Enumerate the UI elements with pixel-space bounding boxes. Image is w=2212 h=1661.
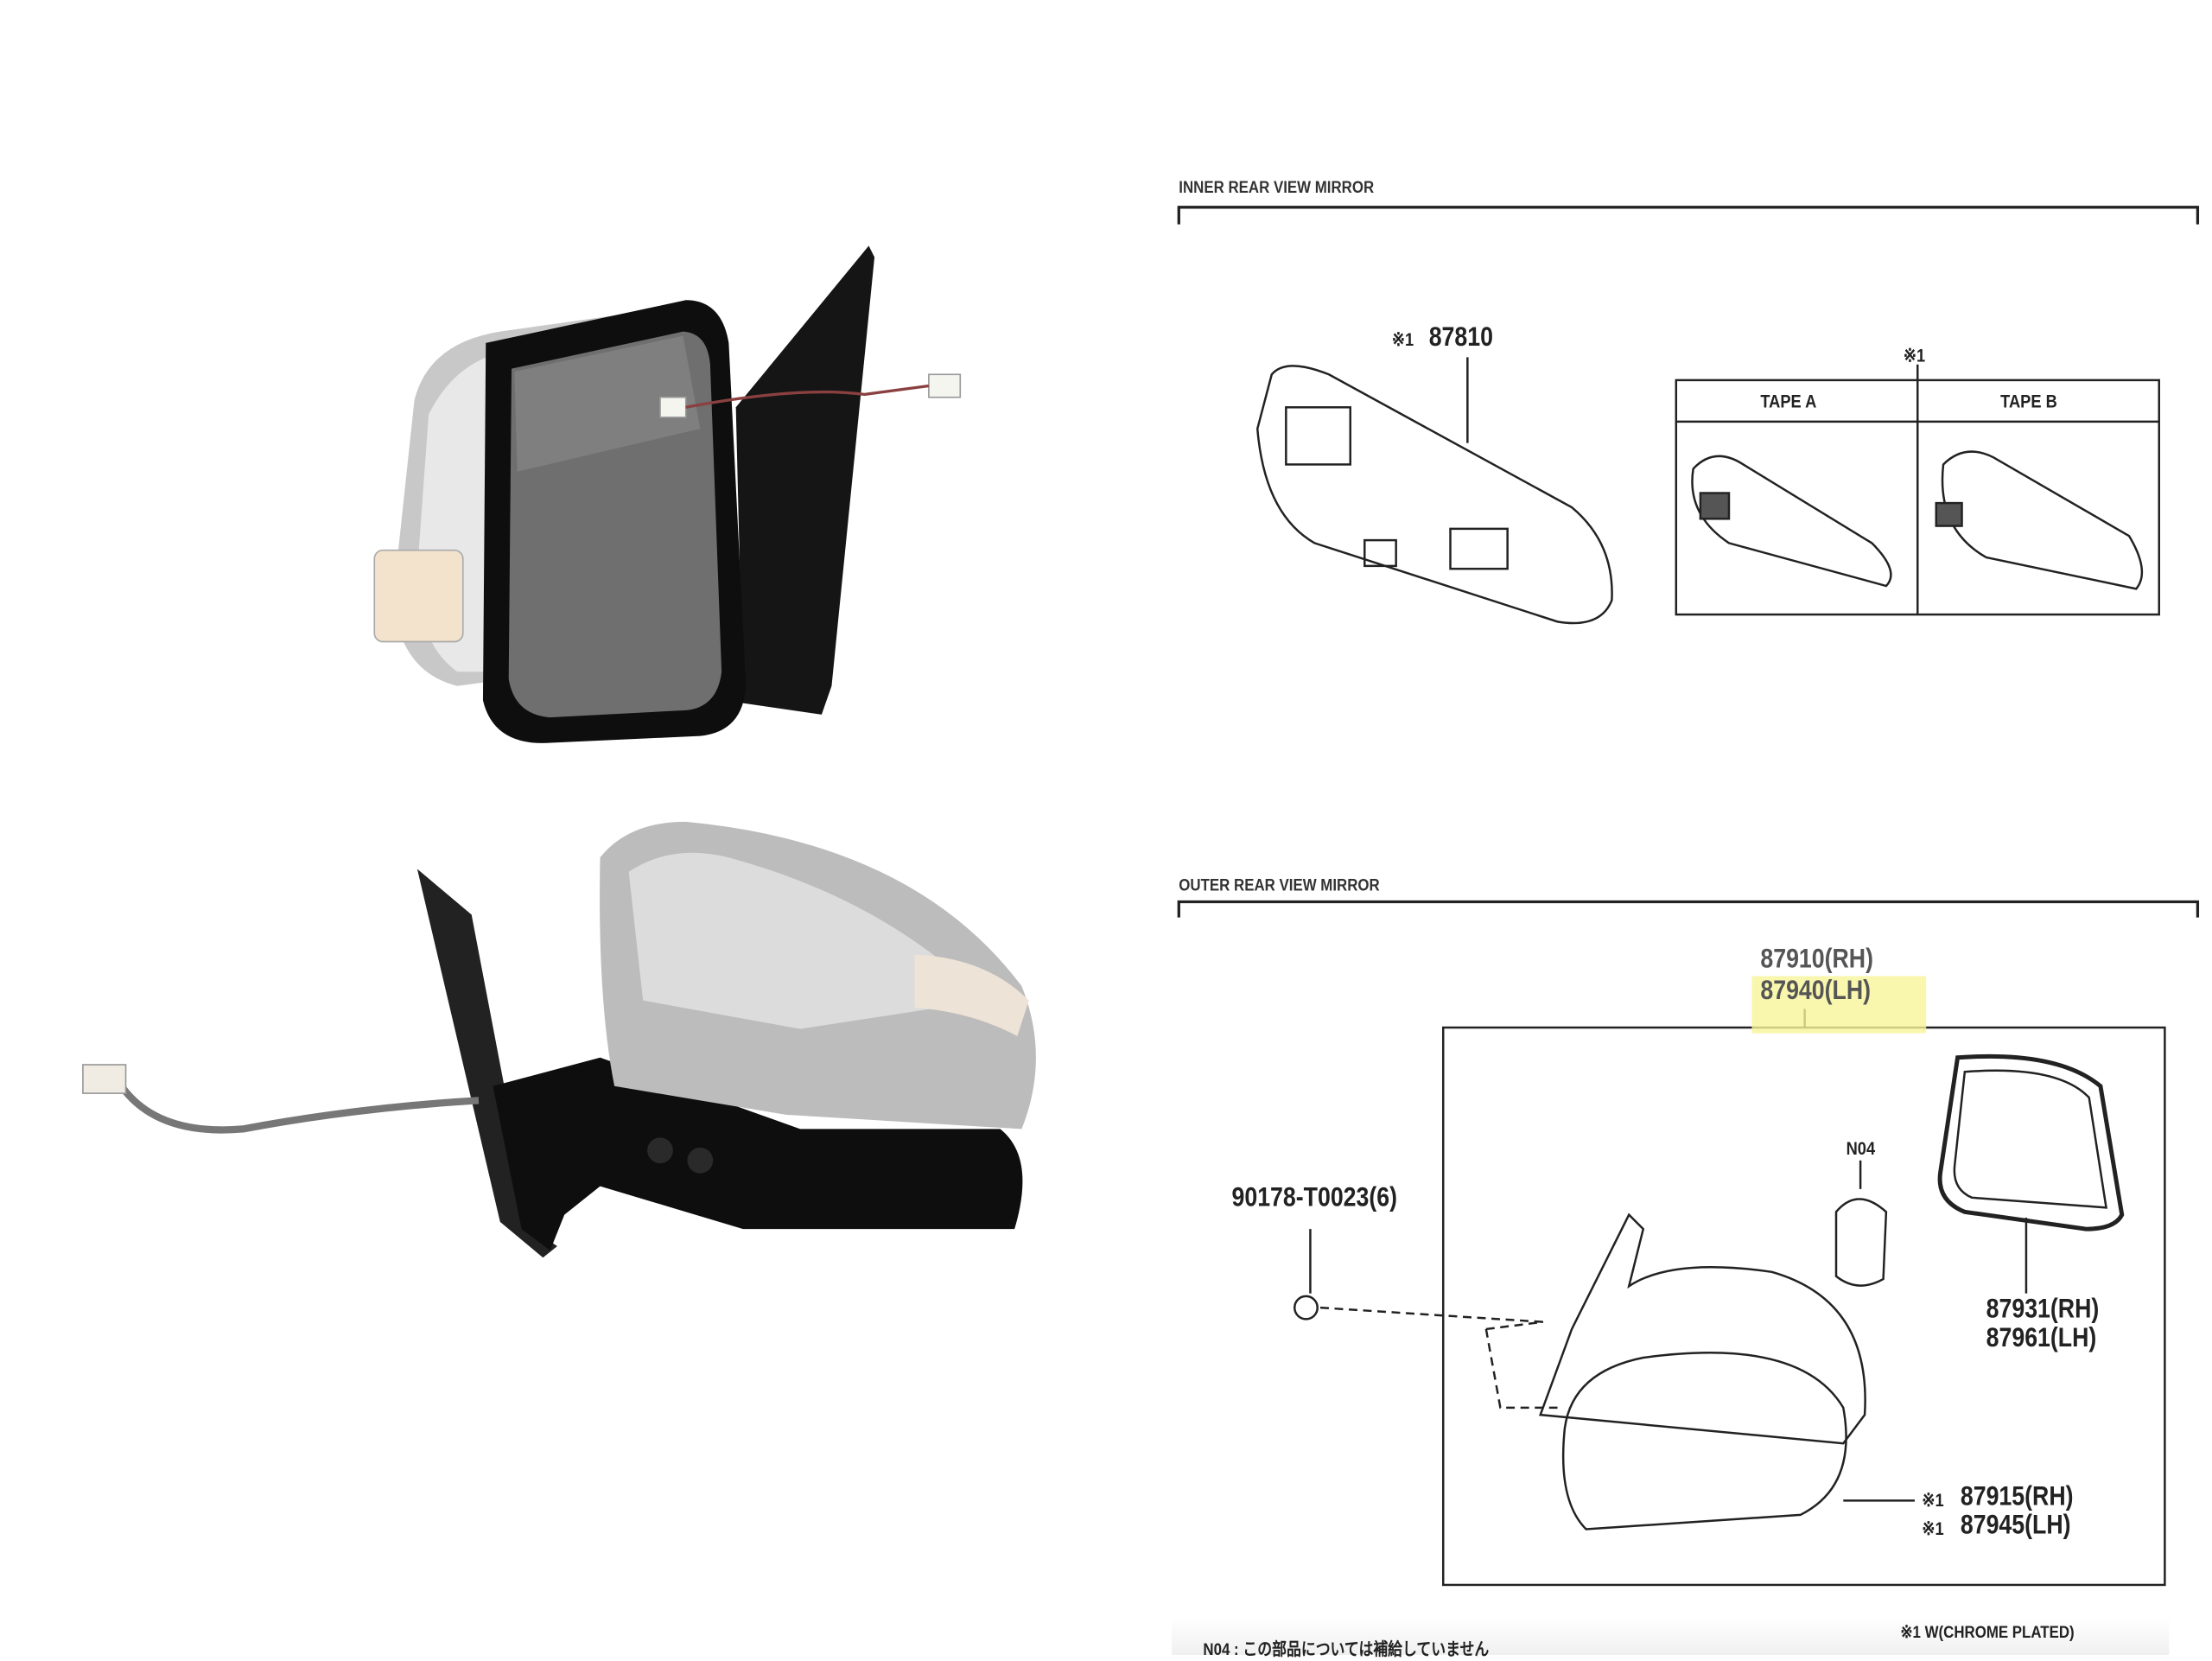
- part-label-87931[interactable]: 87931(RH): [1986, 1295, 2100, 1325]
- footer-band: [1172, 1617, 2170, 1655]
- footer-note-n04: N04 : この部品については補給していません: [1203, 1639, 1490, 1659]
- tape-table: [1675, 364, 2160, 616]
- tape-group-marker: ※1: [1903, 344, 1926, 366]
- tape-a-label: TAPE A: [1760, 390, 1817, 412]
- cover-marker: ※1: [1922, 1489, 1944, 1511]
- outer-mirror-drawing: [1294, 1053, 2125, 1531]
- mirror-photo-front: [373, 245, 962, 743]
- part-label-87940[interactable]: 87940(LH): [1760, 976, 1872, 1007]
- part-label-87810[interactable]: 87810: [1428, 322, 1493, 353]
- part-label-n04[interactable]: N04: [1846, 1137, 1876, 1160]
- inner-section-title: INNER REAR VIEW MIRROR: [1179, 177, 1375, 198]
- tape-b-label: TAPE B: [2000, 390, 2057, 412]
- part-label-87961[interactable]: 87961(LH): [1986, 1323, 2097, 1354]
- cover-marker-2: ※1: [1922, 1518, 1944, 1540]
- part-label-90178[interactable]: 90178-T0023(6): [1231, 1183, 1398, 1213]
- part-label-87910[interactable]: 87910(RH): [1760, 945, 1873, 975]
- part-marker: ※1: [1391, 328, 1414, 351]
- inner-mirror-drawing: [1256, 357, 1613, 625]
- product-photos: [82, 245, 1036, 1258]
- inner-section-bracket: [1177, 206, 2200, 225]
- part-label-87945[interactable]: 87945(LH): [1960, 1510, 2071, 1541]
- outer-section-title: OUTER REAR VIEW MIRROR: [1179, 875, 1380, 895]
- mirror-photo-rear: [82, 821, 1036, 1258]
- footer-note-chrome: ※1 W(CHROME PLATED): [1900, 1621, 2075, 1643]
- outer-section-bracket: [1177, 900, 2200, 918]
- highlight-87940: [1751, 976, 1927, 1034]
- part-label-87915[interactable]: 87915(RH): [1960, 1481, 2074, 1512]
